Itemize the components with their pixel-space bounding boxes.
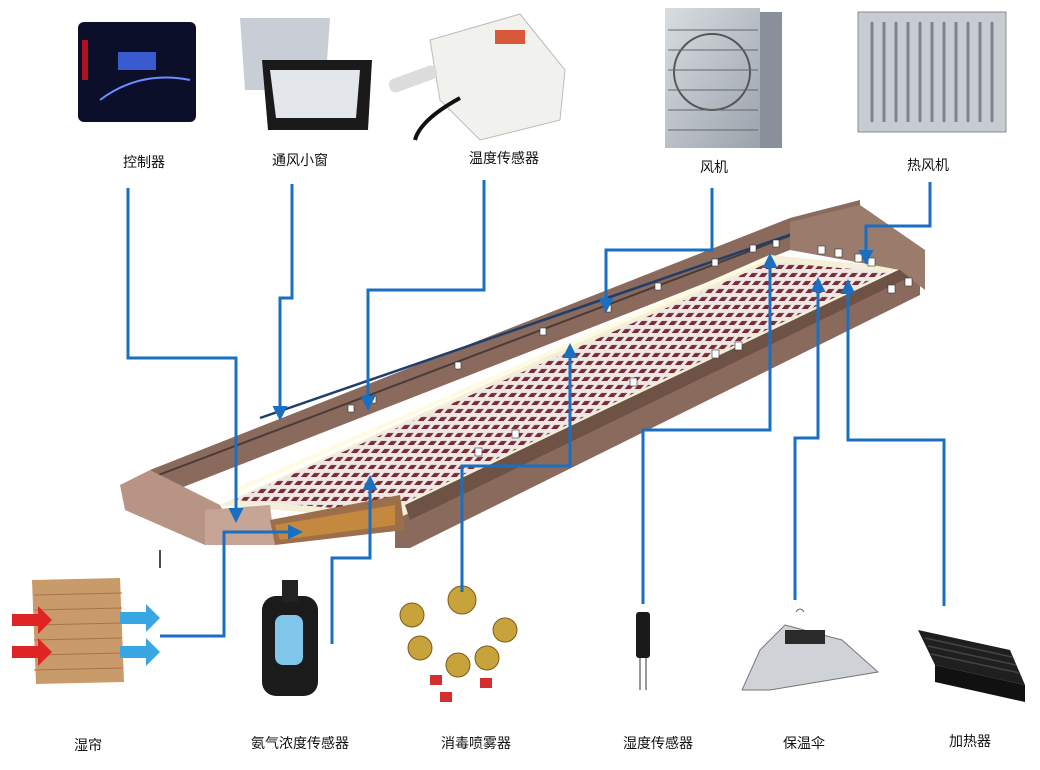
wet-curtain-label: 湿帘	[74, 738, 102, 754]
vent-window-icon	[240, 18, 372, 130]
vent-window-label: 通风小窗	[272, 153, 328, 169]
controller-icon	[78, 22, 196, 122]
vent-window-arrow	[272, 184, 294, 421]
disinfect-sprayer-label: 消毒喷雾器	[441, 736, 511, 752]
temperature-sensor-label: 温度传感器	[469, 151, 539, 167]
heater-icon	[918, 630, 1025, 702]
hot-air-fan-label: 热风机	[907, 158, 949, 174]
temperature-sensor-arrow	[360, 180, 486, 411]
heat-umbrella-arrow	[793, 277, 826, 600]
humidity-sensor-arrow	[641, 253, 778, 604]
disinfect-sprayer-icon	[399, 585, 518, 702]
heat-umbrella-icon	[741, 608, 880, 691]
ammonia-sensor-label: 氨气浓度传感器	[251, 736, 349, 752]
disinfect-sprayer-arrow	[460, 343, 578, 592]
fan-icon	[665, 8, 782, 148]
fan-arrow	[598, 188, 714, 313]
controller-arrow	[126, 188, 244, 523]
fan-label: 风机	[700, 160, 728, 176]
humidity-sensor-icon	[636, 612, 650, 690]
heater-label: 加热器	[949, 734, 991, 750]
ammonia-sensor-icon	[262, 580, 318, 696]
wet-curtain-icon	[12, 578, 160, 684]
humidity-sensor-label: 湿度传感器	[623, 736, 693, 752]
heat-umbrella-label: 保温伞	[783, 736, 825, 752]
controller-label: 控制器	[123, 155, 165, 171]
temperature-sensor-icon	[388, 13, 566, 141]
poultry-house	[120, 200, 925, 548]
hot-air-fan-icon	[857, 11, 1007, 133]
hot-air-fan-arrow	[858, 182, 932, 265]
wet-curtain-arrow	[160, 524, 303, 638]
heater-arrow	[840, 279, 946, 606]
ammonia-sensor-arrow	[330, 475, 378, 644]
